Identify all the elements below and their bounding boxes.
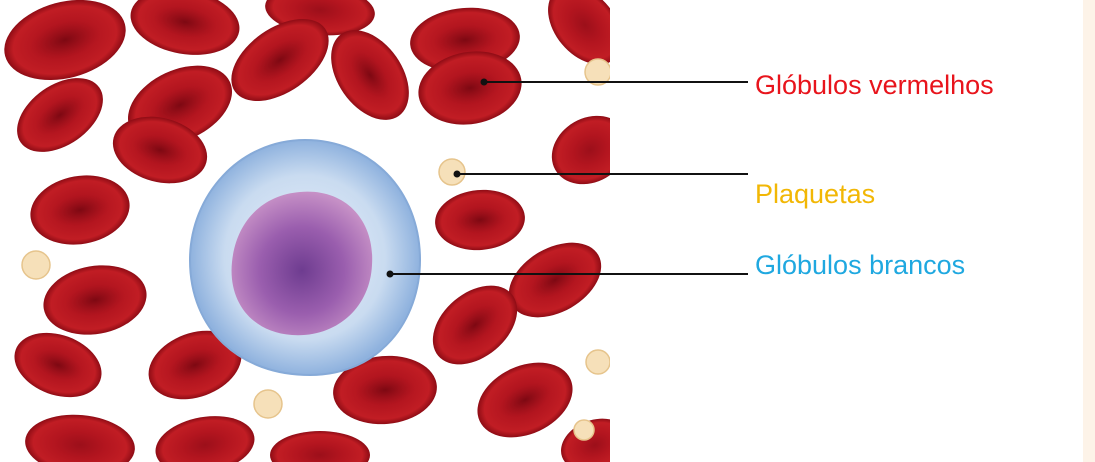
white-blood-cell bbox=[190, 140, 420, 375]
platelets-label: Plaquetas bbox=[755, 181, 875, 208]
red-blood-cells-label: Glóbulos vermelhos bbox=[755, 72, 994, 99]
white-blood-cells-label: Glóbulos brancos bbox=[755, 252, 965, 279]
side-strip bbox=[1083, 0, 1095, 462]
blood-cells-illustration bbox=[0, 0, 610, 462]
